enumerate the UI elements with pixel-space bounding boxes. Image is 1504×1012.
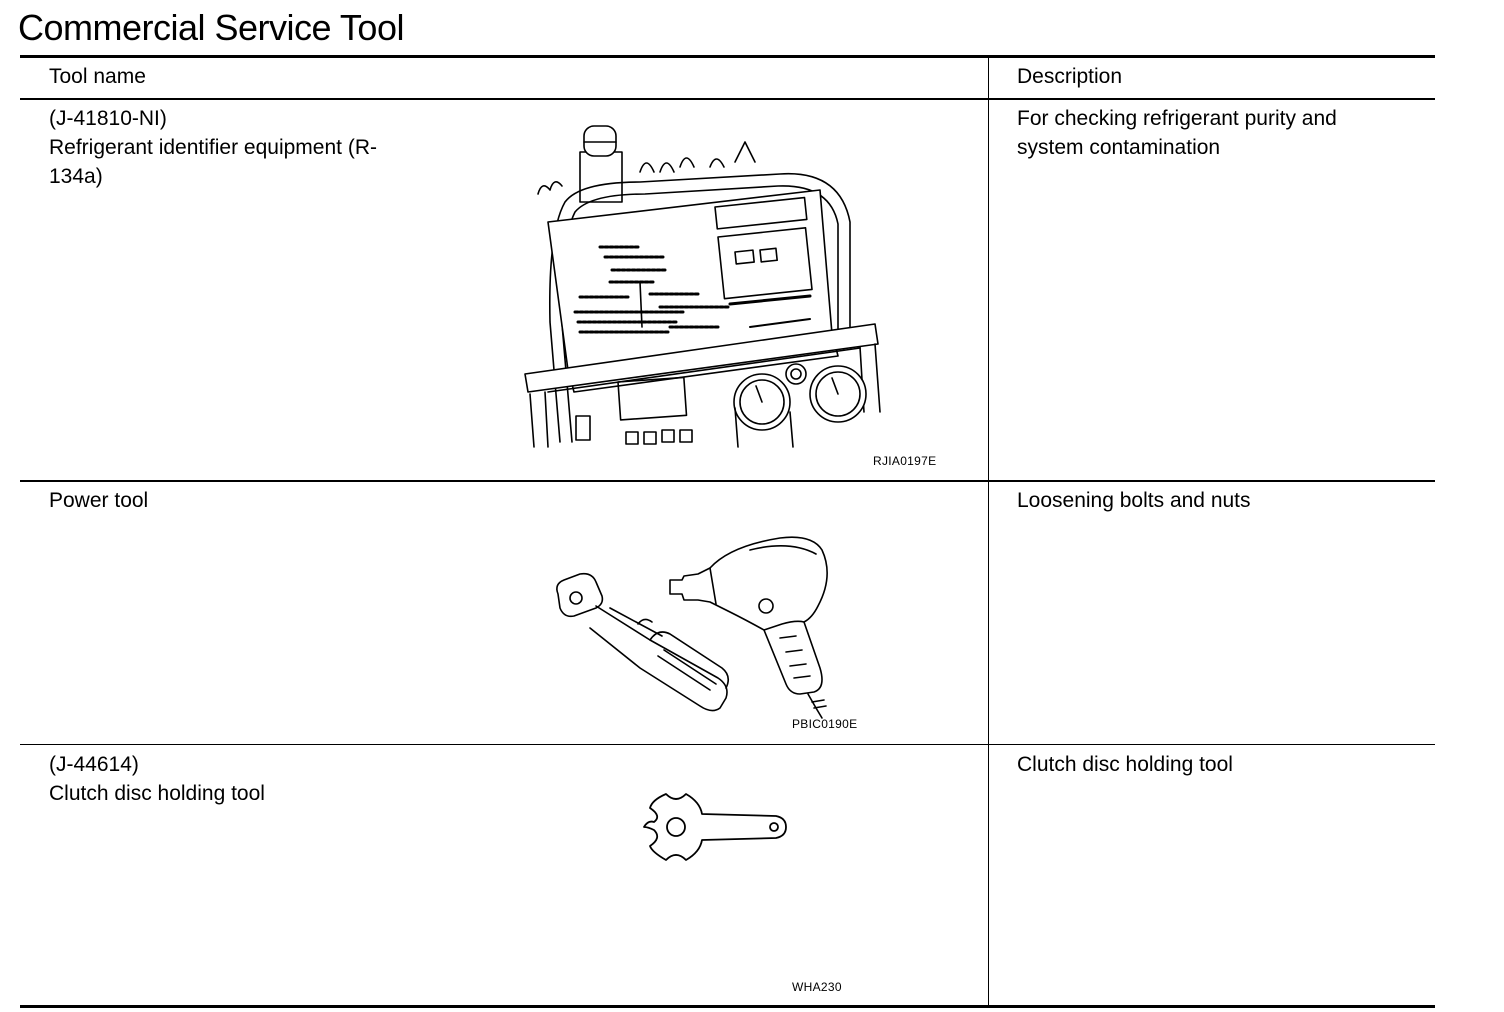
tool-name-line: 134a)	[49, 165, 103, 188]
column-divider	[988, 58, 989, 1005]
tool-name-cell: (J-41810-NI) Refrigerant identifier equi…	[49, 104, 377, 191]
clutch-disc-holding-tool-icon	[640, 790, 790, 866]
figure-code: PBIC0190E	[792, 717, 858, 731]
header-description: Description	[1017, 65, 1123, 88]
tool-name-line: Power tool	[49, 489, 149, 512]
description-cell: Clutch disc holding tool	[1017, 750, 1233, 779]
power-tools-icon	[550, 528, 850, 718]
description-line: Clutch disc holding tool	[1017, 753, 1233, 776]
row-divider-1	[20, 480, 1435, 482]
tool-name-cell: (J-44614) Clutch disc holding tool	[49, 750, 265, 808]
figure-code: RJIA0197E	[873, 454, 937, 468]
tool-code: (J-41810-NI)	[49, 107, 167, 130]
description-cell: For checking refrigerant purity and syst…	[1017, 104, 1337, 162]
description-line: system contamination	[1017, 136, 1221, 159]
table-bottom-rule	[20, 1005, 1435, 1008]
tool-name-line: Refrigerant identifier equipment (R-	[49, 136, 377, 159]
description-line: For checking refrigerant purity and	[1017, 107, 1337, 130]
table-top-rule	[20, 55, 1435, 58]
description-line: Loosening bolts and nuts	[1017, 489, 1251, 512]
description-cell: Loosening bolts and nuts	[1017, 486, 1251, 515]
tool-code: (J-44614)	[49, 753, 139, 776]
header-tool-name: Tool name	[49, 65, 146, 88]
refrigerant-identifier-equipment-icon	[520, 112, 895, 452]
figure-code: WHA230	[792, 980, 842, 994]
row-divider-2	[20, 744, 1435, 745]
page-title: Commercial Service Tool	[18, 7, 404, 48]
tool-name-cell: Power tool	[49, 486, 148, 515]
header-divider	[20, 98, 1435, 100]
tool-name-line: Clutch disc holding tool	[49, 782, 265, 805]
